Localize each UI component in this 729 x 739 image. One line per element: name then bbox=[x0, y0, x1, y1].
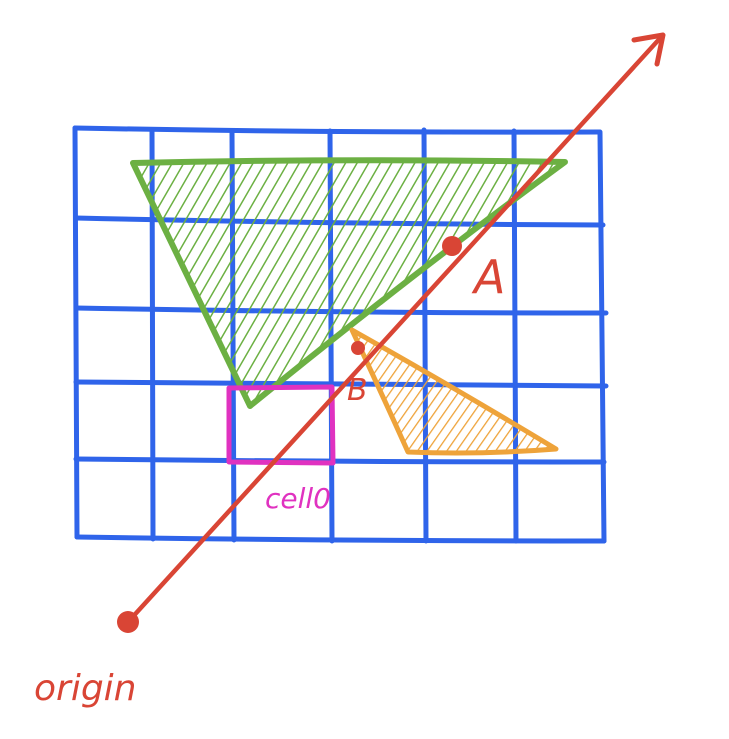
grid-line-horizontal bbox=[74, 534, 607, 544]
grid-line-vertical bbox=[72, 125, 80, 540]
ray-arrowhead bbox=[631, 32, 666, 67]
grid-line-horizontal bbox=[73, 456, 607, 465]
cell-label: cell0 bbox=[265, 482, 331, 515]
intersection-point-a bbox=[442, 236, 462, 256]
point-b-label: B bbox=[347, 373, 368, 408]
grid-line-horizontal bbox=[72, 125, 603, 135]
grid-line-vertical bbox=[597, 130, 607, 544]
origin-label: origin bbox=[34, 668, 137, 709]
intersection-point-b bbox=[351, 341, 365, 355]
grid-line-horizontal bbox=[73, 379, 609, 389]
cell-highlight bbox=[226, 384, 336, 466]
point-a-label: A bbox=[471, 250, 505, 304]
origin-point bbox=[117, 611, 139, 633]
orange-triangle bbox=[349, 327, 559, 456]
ray bbox=[125, 32, 666, 625]
